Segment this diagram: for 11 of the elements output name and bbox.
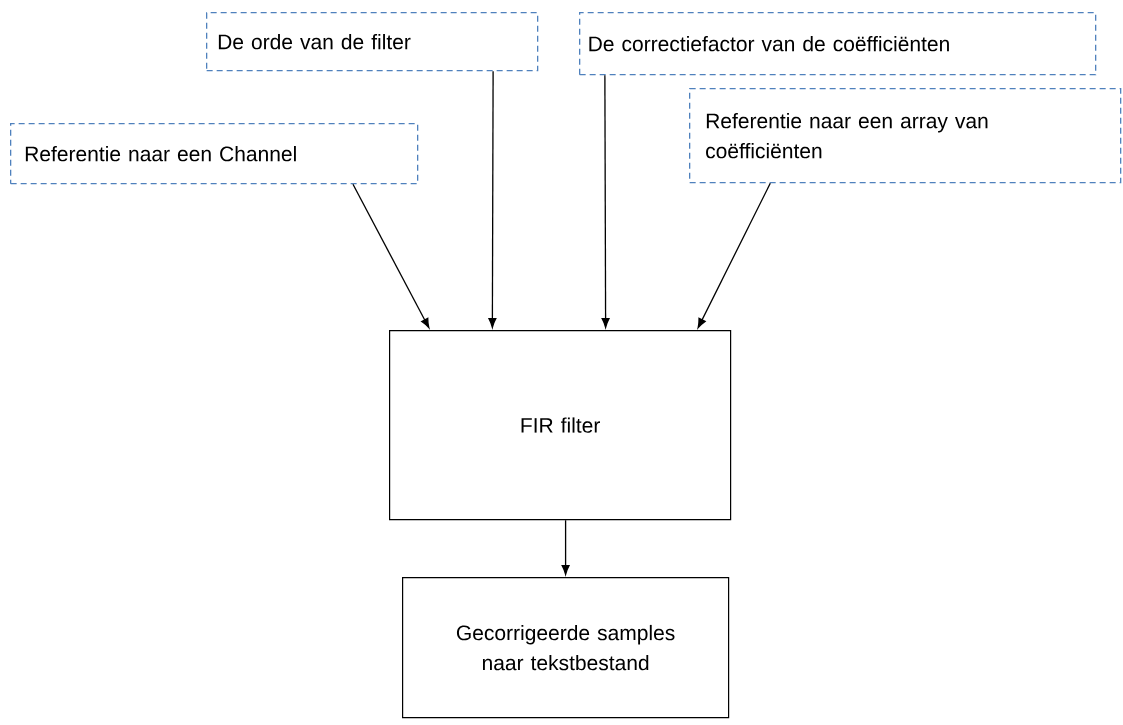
input-box: Referentie naar een array van coëfficiënten [689,88,1122,184]
process-box: FIR filter [389,330,732,521]
input-box: De orde van de filter [206,12,539,72]
arrow [488,70,497,328]
arrow [352,183,430,329]
arrow [561,519,570,575]
arrow [601,74,610,328]
input-box: Referentie naar een Channel [10,123,419,185]
input-box: De correctiefactor van de coëfficiënten [579,12,1097,76]
arrow [697,182,771,329]
output-box: Gecorrigeerde samples naar tekstbestand [402,577,730,719]
